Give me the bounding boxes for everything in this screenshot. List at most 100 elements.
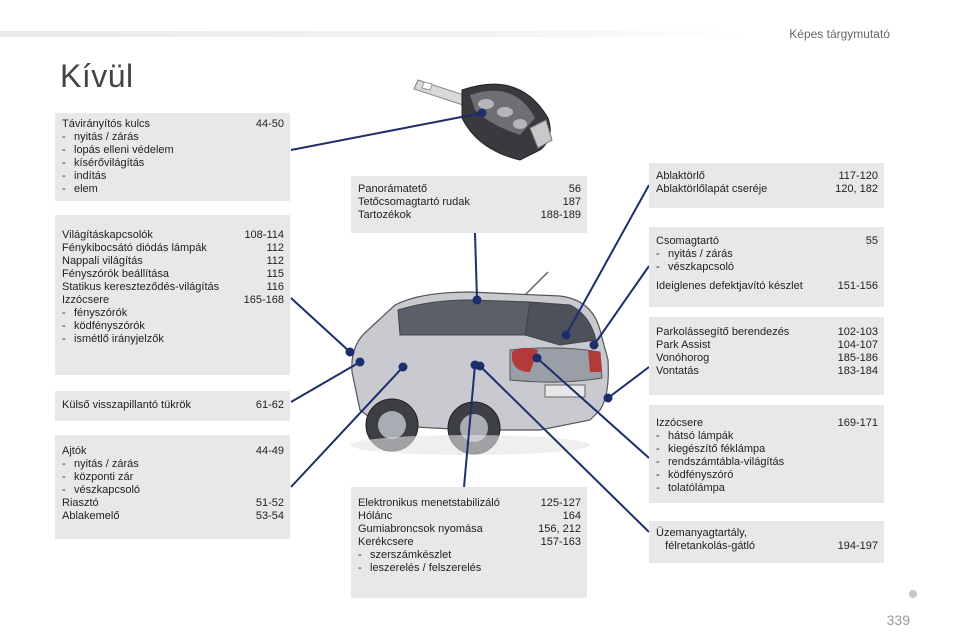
entry-page: 183-184: [837, 365, 878, 377]
index-subentry: -nyitás / zárás: [62, 458, 284, 471]
subentry-label: szerszámkészlet: [370, 549, 452, 561]
subentry-label: ködfényszórók: [74, 320, 145, 332]
index-entry: Külső visszapillantó tükrök 61-62: [62, 399, 284, 412]
entry-label: Kerékcsere: [358, 536, 414, 548]
dash-bullet: -: [62, 320, 66, 332]
entry-label: Külső visszapillantó tükrök: [62, 399, 192, 411]
entry-page: 117-120: [838, 170, 878, 182]
index-entry: Tartozékok 188-189: [358, 209, 581, 222]
leader-lines: [290, 108, 650, 533]
dash-bullet: -: [62, 157, 66, 169]
subentry-label: rendszámtábla-világítás: [668, 456, 785, 468]
index-entry: Üzemanyagtartály,: [656, 527, 878, 540]
dash-bullet: -: [358, 562, 362, 574]
entry-page: 187: [562, 196, 581, 208]
subentry-label: nyitás / zárás: [668, 248, 733, 260]
entry-label: Gumiabroncsok nyomása: [358, 523, 483, 535]
index-subentry: -nyitás / zárás: [62, 131, 284, 144]
entry-page: 185-186: [837, 352, 878, 364]
entry-page: 116: [266, 281, 284, 293]
subentry-label: nyitás / zárás: [74, 131, 139, 143]
car-image: [350, 271, 609, 455]
entry-label: Fénykibocsátó diódás lámpák: [62, 242, 207, 254]
entry-label: Tartozékok: [358, 209, 412, 221]
index-subentry: -fényszórók: [62, 307, 284, 320]
entry-page: 61-62: [255, 399, 284, 411]
subentry-text: -szerszámkészlet: [358, 549, 451, 562]
entry-label: Riasztó: [62, 497, 99, 509]
page-number: 339: [886, 612, 910, 628]
subentry-text: -vészkapcsoló: [656, 261, 734, 274]
index-subentry: -vészkapcsoló: [62, 484, 284, 497]
subentry-text: -nyitás / zárás: [62, 458, 139, 471]
entry-label: Nappali világítás: [62, 255, 143, 267]
entry-label: Ablakemelő: [62, 510, 120, 522]
subentry-text: -vészkapcsoló: [62, 484, 140, 497]
entry-page: 188-189: [540, 209, 581, 221]
index-subentry: -központi zár: [62, 471, 284, 484]
entry-page: 112: [266, 255, 284, 267]
subentry-text: -központi zár: [62, 471, 133, 484]
subentry-label: indítás: [74, 170, 107, 182]
index-entry: Parkolássegítő berendezés 102-103: [656, 326, 878, 339]
subentry-text: -hátsó lámpák: [656, 430, 733, 443]
entry-page: 125-127: [540, 497, 581, 509]
subentry-label: kísérővilágítás: [74, 157, 145, 169]
index-entry: Vontatás 183-184: [656, 365, 878, 378]
subentry-text: -kísérővilágítás: [62, 157, 144, 170]
dash-bullet: -: [358, 549, 362, 561]
entry-label: félretankolás-gátló: [656, 540, 756, 552]
dash-bullet: -: [656, 469, 660, 481]
entry-page: 156, 212: [538, 523, 581, 535]
entry-label: Vonóhorog: [656, 352, 710, 364]
entry-label: Park Assist: [656, 339, 711, 351]
index-subentry: -rendszámtábla-világítás: [656, 456, 878, 469]
subentry-label: ködfényszóró: [668, 469, 734, 481]
dash-bullet: -: [656, 482, 660, 494]
entry-page: 51-52: [255, 497, 284, 509]
page-dot: [909, 590, 917, 598]
subentry-text: -fényszórók: [62, 307, 127, 320]
index-entry: Gumiabroncsok nyomása 156, 212: [358, 523, 581, 536]
entry-page: 102-103: [837, 326, 878, 338]
entry-label: Távirányítós kulcs: [62, 118, 151, 130]
index-subentry: -ködfényszórók: [62, 320, 284, 333]
subentry-label: tolatólámpa: [668, 482, 725, 494]
dash-bullet: -: [62, 484, 66, 496]
entry-page: 169-171: [837, 417, 878, 429]
subentry-label: hátsó lámpák: [668, 430, 734, 442]
entry-page: 112: [266, 242, 284, 254]
entry-label: Parkolássegítő berendezés: [656, 326, 790, 338]
index-subentry: -kísérővilágítás: [62, 157, 284, 170]
entry-label: Vontatás: [656, 365, 699, 377]
index-subentry: -kiegészítő féklámpa: [656, 443, 878, 456]
dash-bullet: -: [62, 333, 66, 345]
key-fob-image: [413, 79, 553, 161]
entry-label: Ablaktörlő: [656, 170, 705, 182]
entry-page: 44-49: [255, 445, 284, 457]
entry-page: 44-50: [255, 118, 284, 130]
subentry-text: -nyitás / zárás: [656, 248, 733, 261]
index-entry: Fénykibocsátó diódás lámpák 112: [62, 242, 284, 255]
entry-page: 120, 182: [835, 183, 878, 195]
subentry-label: kiegészítő féklámpa: [668, 443, 766, 455]
index-subentry: -nyitás / zárás: [656, 248, 878, 261]
dash-bullet: -: [656, 456, 660, 468]
